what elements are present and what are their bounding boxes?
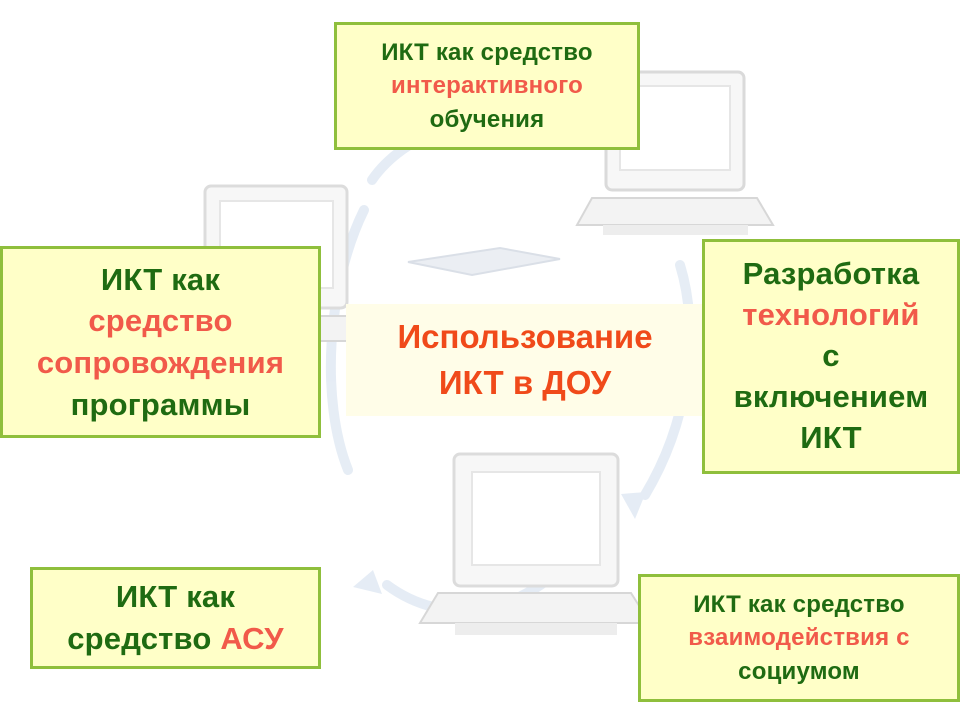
box-technology-development-line-2: технологий bbox=[742, 297, 920, 333]
box-community-interaction-line-3: социумом bbox=[738, 657, 860, 685]
box-program-support: ИКТ как средство сопровождения программы bbox=[0, 246, 321, 438]
box-asu-tool-line-1: ИКТ как bbox=[115, 579, 236, 615]
computer-icon bbox=[418, 452, 652, 635]
center-title-line-2: ИКТ в ДОУ bbox=[438, 364, 612, 401]
box-asu-tool: ИКТ как средство АСУ bbox=[30, 567, 321, 669]
box-interactive-learning-line-3: обучения bbox=[429, 105, 545, 133]
box-program-support-line-4: программы bbox=[70, 386, 251, 422]
box-asu-tool-line-2: средство АСУ bbox=[67, 618, 284, 660]
box-program-support-line-1: ИКТ как bbox=[100, 261, 221, 297]
box-interactive-learning-line-2: интерактивного bbox=[391, 72, 583, 100]
box-community-interaction: ИКТ как средство взаимодействия с социум… bbox=[638, 574, 960, 702]
box-technology-development-line-3: с bbox=[822, 338, 840, 374]
box-interactive-learning: ИКТ как средство интерактивного обучения bbox=[334, 22, 640, 150]
box-asu-tool-line-2-highlight: АСУ bbox=[220, 621, 284, 656]
box-interactive-learning-line-1: ИКТ как средство bbox=[381, 39, 593, 67]
box-technology-development: Разработка технологий с включением ИКТ bbox=[702, 239, 960, 474]
center-title-line-1: Использование bbox=[397, 318, 653, 356]
box-program-support-line-2: средство bbox=[88, 303, 233, 339]
box-technology-development-line-4: включением bbox=[733, 378, 929, 414]
box-community-interaction-line-2: взаимодействия с bbox=[688, 624, 910, 652]
box-asu-tool-line-2-prefix: средство bbox=[67, 621, 221, 656]
box-technology-development-line-1: Разработка bbox=[742, 256, 920, 292]
box-program-support-line-3: сопровождения bbox=[36, 345, 285, 380]
box-technology-development-line-5: ИКТ bbox=[800, 419, 862, 455]
box-community-interaction-line-1: ИКТ как средство bbox=[693, 591, 905, 619]
center-title: Использование ИКТ в ДОУ bbox=[346, 304, 704, 416]
